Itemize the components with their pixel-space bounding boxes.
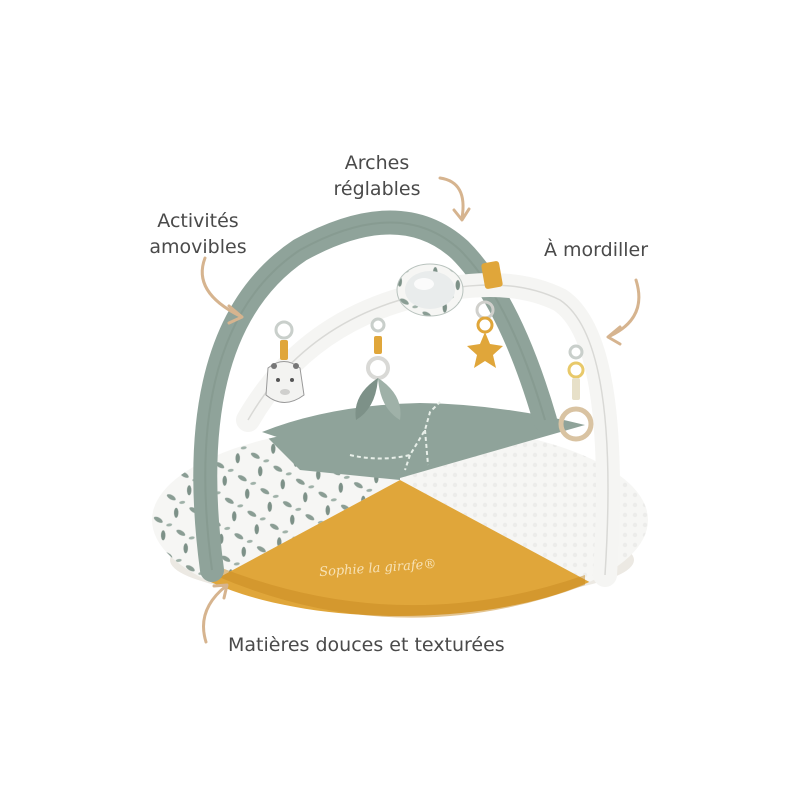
ring-icon: [558, 344, 594, 442]
curved-arrow-icon: [608, 278, 641, 338]
label-line: Activités: [157, 210, 239, 232]
label-matieres-douces: Matières douces et texturées: [228, 634, 505, 656]
label-arches-reglables: Arches réglables: [322, 150, 432, 202]
curved-arrow-icon: [438, 176, 465, 220]
label-line: réglables: [333, 178, 421, 200]
mat-mustard-edge: [214, 565, 585, 618]
arch-mustard-band: [481, 261, 503, 289]
leaf-icon: [355, 317, 401, 420]
curved-arrow-icon: [200, 256, 242, 318]
label-activites-amovibles: Activités amovibles: [146, 208, 250, 260]
label-a-mordiller: À mordiller: [544, 239, 649, 261]
sage-arch: [193, 210, 557, 582]
label-line: Arches: [344, 152, 410, 174]
mirror-icon: [396, 263, 464, 317]
star-icon: [467, 300, 503, 368]
mat-sage-wedge: [262, 403, 585, 478]
label-line: amovibles: [149, 236, 247, 258]
giraffe-head-icon: [265, 320, 305, 403]
curved-arrow-icon: [202, 584, 228, 644]
giraffe-embroidery: [349, 401, 441, 471]
